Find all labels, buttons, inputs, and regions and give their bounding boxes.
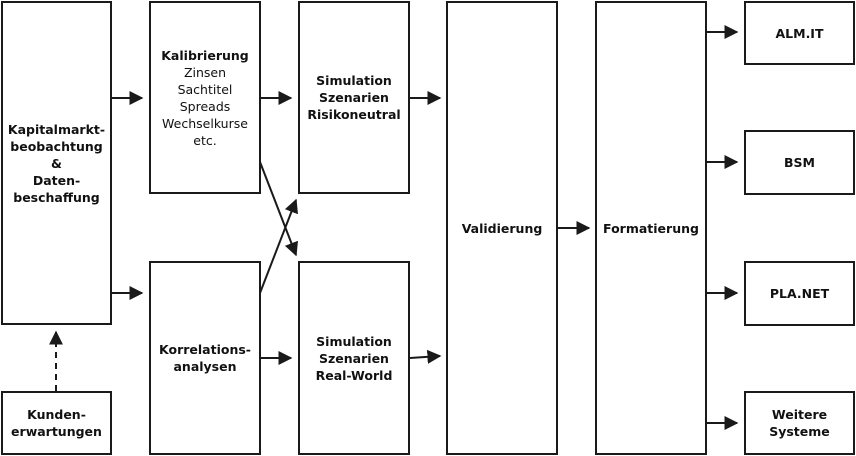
arrow-korrelation-to-sim-risiko [259,198,298,294]
bsm-label: BSM [784,155,815,170]
kapitalmarkt-line-4: Daten- [32,172,81,188]
pla-net-box: PLA.NET [744,261,855,326]
simulation-real-world-box: Simulation Szenarien Real-World [298,261,410,455]
kapitalmarkt-line-2: beobachtung [10,138,103,154]
kunden-line-1: Kunden- [27,407,86,422]
arrow-sim-real-to-validierung [409,349,442,364]
formatierung-box: Formatierung [595,1,707,455]
pla-net-label: PLA.NET [769,286,830,301]
simulation-risikoneutral-box: Simulation Szenarien Risikoneutral [298,1,410,194]
kalibrierung-box: Kalibrierung Zinsen Sachtitel Spreads We… [149,1,261,194]
weitere-systeme-box: Weitere Systeme [744,391,855,455]
sim-real-line-2: Szenarien [319,350,389,366]
sim-risiko-line-1: Simulation [316,73,392,88]
kalibrierung-title: Kalibrierung [161,47,249,63]
kundenerwartungen-box: Kunden- erwartungen [1,391,112,455]
kalibrierung-item: Sachtitel [177,81,233,97]
validierung-box: Validierung [446,1,558,455]
sim-real-line-1: Simulation [316,333,392,349]
kunden-line-2: erwartungen [11,424,102,439]
bsm-box: BSM [744,130,855,195]
kapitalmarkt-line-5: beschaffung [13,189,100,205]
sim-real-line-3: Real-World [315,367,393,383]
kalibrierung-item: Wechselkurse [162,115,248,131]
arrow-kalibrierung-to-sim-real [259,161,298,257]
alm-it-label: ALM.IT [775,25,824,41]
formatierung-label: Formatierung [603,220,699,236]
korrelation-line-1: Korrelations- [159,342,251,357]
alm-it-box: ALM.IT [744,1,855,65]
weitere-line-2: Systeme [769,424,830,439]
weitere-line-1: Weitere [771,407,828,422]
sim-risiko-line-2: Szenarien [319,90,389,105]
kalibrierung-item: etc. [193,132,217,148]
kapitalmarkt-box: Kapitalmarkt- beobachtung & Daten- besch… [1,1,112,325]
kalibrierung-item: Zinsen [183,64,227,80]
kalibrierung-item: Spreads [179,98,231,114]
validierung-label: Validierung [461,220,543,236]
sim-risiko-line-3: Risikoneutral [307,107,401,122]
kapitalmarkt-line-3: & [51,155,62,171]
korrelationsanalysen-box: Korrelations- analysen [149,261,261,455]
kapitalmarkt-line-1: Kapitalmarkt- [7,121,106,137]
korrelation-line-2: analysen [173,359,237,374]
